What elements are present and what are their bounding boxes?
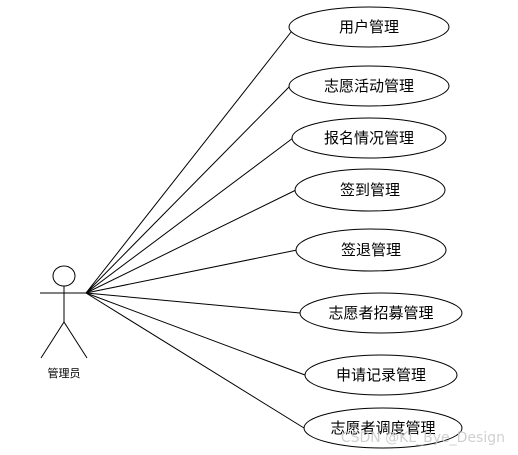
- use-case-label: 用户管理: [339, 18, 399, 36]
- use-case-ellipse: [288, 6, 450, 48]
- association-line-signup: [85, 137, 294, 294]
- use-case-ellipse: [291, 117, 447, 159]
- watermark: CSDN @KL_Bye_Design: [341, 430, 505, 446]
- association-line-dispatch: [85, 292, 305, 429]
- use-case-label: 签退管理: [341, 241, 401, 259]
- association-line-user: [85, 26, 296, 294]
- use-case-label: 志愿者招募管理: [328, 304, 433, 322]
- use-case-ellipse: [294, 168, 446, 212]
- actor-label: 管理员: [48, 366, 81, 380]
- use-case-volunteer-activity-management[interactable]: 志愿活动管理: [288, 65, 450, 107]
- use-case-label: 志愿活动管理: [324, 77, 414, 95]
- association-line-checkin: [85, 189, 297, 294]
- use-case-volunteer-dispatch-management[interactable]: 志愿者调度管理: [303, 407, 463, 449]
- actor-left-leg: [40, 321, 65, 359]
- actor-right-leg: [63, 321, 88, 359]
- use-case-application-record-management[interactable]: 申请记录管理: [304, 354, 458, 396]
- association-line-recruit: [85, 292, 301, 314]
- use-case-label: 志愿者调度管理: [330, 419, 435, 437]
- use-case-ellipse: [303, 407, 463, 449]
- use-case-ellipse: [288, 65, 450, 107]
- association-lines: [85, 26, 306, 429]
- use-case-label: 报名情况管理: [324, 129, 414, 147]
- use-case-label: 签到管理: [340, 181, 400, 199]
- association-line-activity: [85, 85, 291, 294]
- association-line-application: [85, 292, 306, 376]
- use-case-ellipse: [295, 228, 447, 272]
- use-case-checkout-management[interactable]: 签退管理: [295, 228, 447, 272]
- association-line-checkout: [85, 249, 298, 294]
- use-case-user-management[interactable]: 用户管理: [288, 6, 450, 48]
- actor-figure: [40, 265, 88, 359]
- use-case-signup-management[interactable]: 报名情况管理: [291, 117, 447, 159]
- use-case-label: 申请记录管理: [336, 366, 426, 384]
- actor-head: [52, 265, 76, 287]
- use-case-ellipse: [299, 292, 463, 334]
- use-case-checkin-management[interactable]: 签到管理: [294, 168, 446, 212]
- use-case-ellipse: [304, 354, 458, 396]
- use-case-volunteer-recruitment-management[interactable]: 志愿者招募管理: [299, 292, 463, 334]
